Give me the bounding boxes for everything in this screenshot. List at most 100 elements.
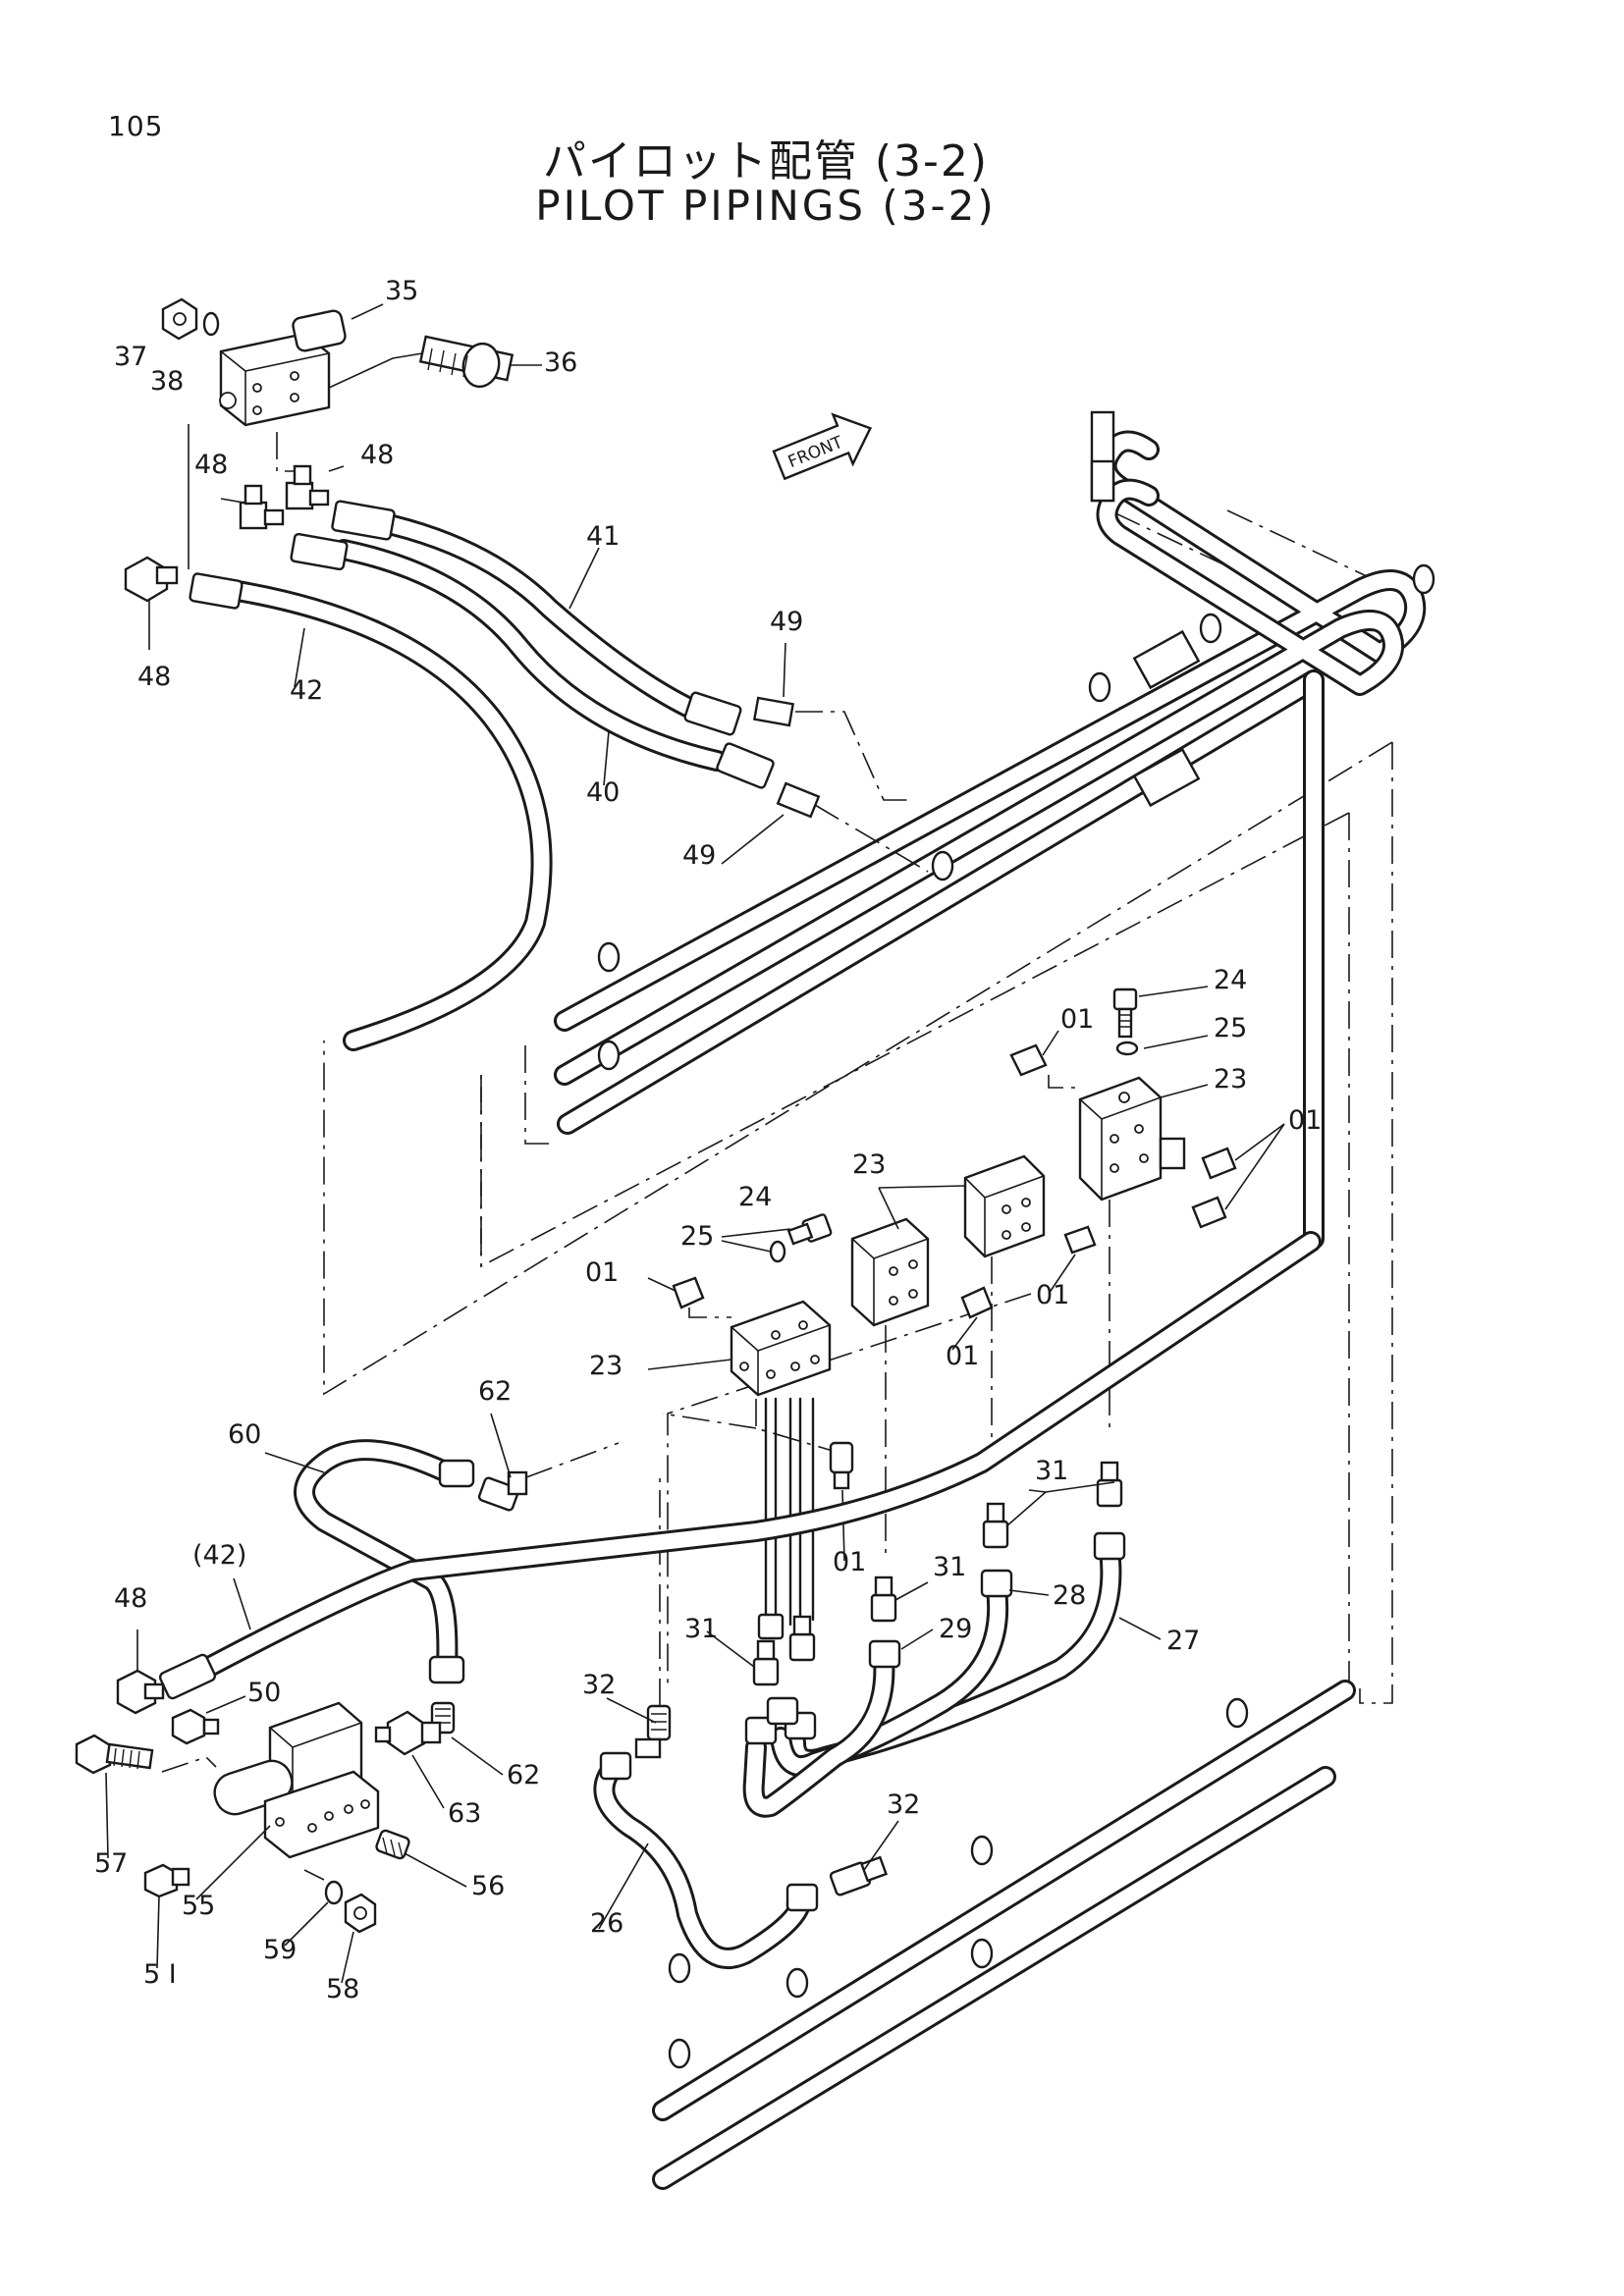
callout-c36: 36: [544, 347, 577, 378]
adapter-31-e: [788, 1615, 816, 1662]
outer-panel: [1359, 742, 1393, 1704]
hose-end-40: [290, 532, 349, 571]
plug-56: [375, 1829, 467, 1888]
callout-c27: 27: [1166, 1626, 1200, 1656]
elbow-62-upper: [477, 1470, 528, 1512]
callout-c42: 42: [290, 675, 323, 706]
plug-01-center-c: [960, 1286, 994, 1319]
hoses-lower-right: [742, 1531, 1162, 1818]
callout-c24b: 24: [738, 1182, 772, 1212]
title-english: PILOT PIPINGS (3-2): [535, 182, 997, 230]
connector-49-upper: [752, 696, 795, 727]
callout-c28: 28: [1053, 1580, 1086, 1611]
callout-c40: 40: [586, 777, 620, 808]
hose-end-29: [868, 1639, 901, 1669]
hose-end-28: [980, 1569, 1013, 1598]
callout-c26: 26: [590, 1908, 623, 1939]
callout-c62a: 62: [478, 1376, 512, 1407]
hose-end-41: [331, 500, 396, 541]
adapter-31-d: [752, 1639, 780, 1686]
washer-38: [202, 311, 220, 337]
callout-c31a: 31: [1035, 1456, 1068, 1486]
callout-c49b: 49: [682, 840, 716, 871]
hose-end-lower-a: [744, 1716, 778, 1745]
callout-c01f: 01: [833, 1547, 866, 1577]
hose-end-26-left: [599, 1751, 632, 1781]
hose-end-26-right: [785, 1883, 819, 1912]
elbow-32-lower: [829, 1855, 889, 1896]
callout-c41: 41: [586, 521, 620, 552]
callout-c51: 5 I: [143, 1959, 177, 1990]
adapter-31-c: [870, 1575, 897, 1623]
plug-01-right-b: [1201, 1147, 1237, 1180]
lower-rail-guide: [667, 1293, 1032, 1688]
pipe-60-assembly: [158, 1231, 1322, 1700]
callout-c01d: 01: [1036, 1280, 1069, 1310]
adapter-31-b: [982, 1502, 1009, 1549]
callout-c59: 59: [263, 1935, 297, 1965]
callout-c56: 56: [471, 1871, 505, 1901]
callout-c55: 55: [182, 1891, 215, 1921]
callout-c01c: 01: [585, 1257, 619, 1288]
hose-end-lower-c: [766, 1696, 799, 1726]
front-arrow: FRONT: [772, 412, 873, 481]
washer-59: [324, 1880, 344, 1905]
hose-26-assembly: [593, 1477, 899, 1969]
washer-25-right: [1115, 1041, 1139, 1056]
page-number: 105: [108, 110, 164, 142]
top-valve-assembly: [124, 297, 542, 650]
adapter-31-a: [1096, 1461, 1123, 1508]
callout-c37: 37: [114, 342, 147, 372]
callout-c31b: 31: [933, 1552, 966, 1582]
main-pipes: [554, 410, 1435, 2190]
adapter-50: [171, 1695, 246, 1745]
frame-bracket-2: [1090, 459, 1115, 503]
callout-c57: 57: [94, 1848, 128, 1879]
adapter-63: [374, 1710, 445, 1809]
callout-c32a: 32: [582, 1670, 616, 1700]
hose-end-27: [1093, 1531, 1126, 1561]
outer-panel-top: [323, 741, 1393, 1396]
pipe-60-end-bottom: [428, 1655, 465, 1684]
callout-c32b: 32: [887, 1789, 920, 1820]
hoses-upper: [189, 500, 929, 1051]
elbow-32-upper: [634, 1704, 672, 1759]
callout-c63: 63: [448, 1798, 481, 1829]
callout-c35: 35: [385, 276, 418, 306]
callout-c48b: 48: [360, 440, 394, 470]
callout-c62b: 62: [507, 1760, 540, 1790]
adapters-31: [706, 1441, 1123, 1686]
callout-c48d: 48: [114, 1583, 147, 1614]
callout-c25b: 25: [680, 1221, 714, 1252]
valve-spool-end: [292, 309, 347, 352]
callout-c48c: 48: [137, 662, 171, 692]
callout-c38: 38: [150, 366, 184, 397]
plug-01-right-a: [1009, 1043, 1048, 1077]
pipe-60-end-top: [438, 1459, 475, 1488]
elbow-48-lower: [116, 1629, 165, 1715]
lower-valve-assembly: [75, 1629, 504, 1984]
title-japanese: パイロット配管 (3-2): [542, 136, 990, 187]
bolt-57: [75, 1734, 217, 1859]
adapter-51: [143, 1863, 190, 1969]
callout-c25a: 25: [1214, 1013, 1247, 1043]
bolt-24-right: [1112, 988, 1138, 1011]
elbow-48-upper-right: [285, 464, 330, 510]
callout-c31c: 31: [684, 1614, 718, 1644]
manifold-block-23-left: [647, 1213, 840, 1631]
callout-c42p: (42): [192, 1540, 246, 1571]
callout-c23a: 23: [1214, 1064, 1247, 1095]
manifold-block-23-center-right: [963, 1154, 1097, 1463]
callout-c01e: 01: [946, 1341, 979, 1371]
connector-49-lower: [776, 781, 821, 819]
callout-c01b: 01: [1288, 1105, 1322, 1136]
callout-c49a: 49: [770, 607, 803, 637]
elbow-48-upper-left: [239, 484, 285, 530]
callout-c23b: 23: [852, 1149, 886, 1180]
pipe-coupling-upper-1: [1132, 629, 1201, 690]
plug-01-left: [672, 1276, 705, 1309]
manifold-block-23-right: [1009, 986, 1285, 1433]
elbow-48-left: [124, 556, 179, 603]
plug-01-center-b: [1063, 1225, 1097, 1255]
